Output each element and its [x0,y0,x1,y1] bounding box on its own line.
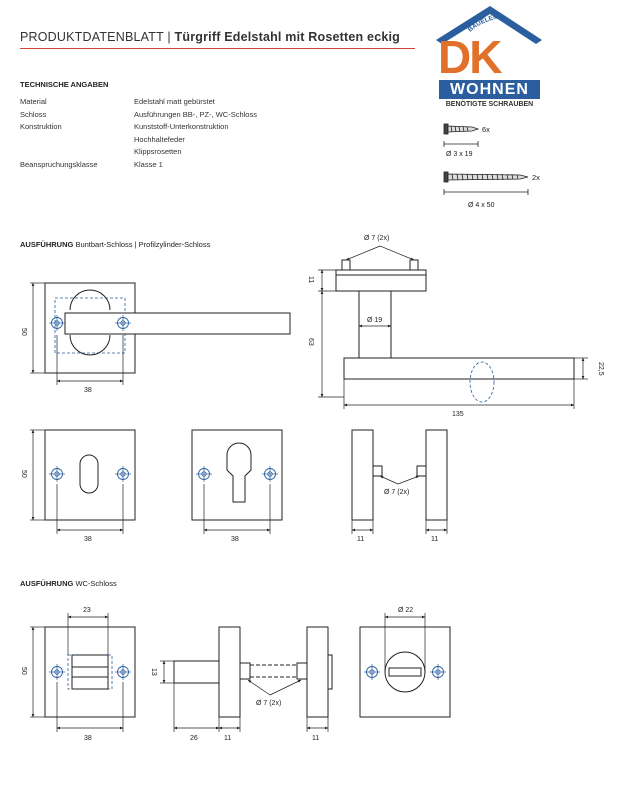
spec-label: Konstruktion [20,122,62,131]
screw-mark-icon [114,663,132,681]
long-screw-icon [443,171,529,183]
rose-neck-outline [69,289,111,356]
dim-screw-spacing: 38 [84,387,92,394]
screw-mark-icon [114,465,132,483]
logo-wordmark: WOHNEN [450,81,529,98]
dim-knob-height: 13 [150,668,157,676]
dim-handle-height: 63 [307,338,314,346]
screws-heading: BENÖTIGTE SCHRAUBEN [445,101,534,108]
dim-neck-dia: Ø 19 [367,317,382,324]
wc-rose-side-right [306,626,329,718]
header-rule [20,48,415,49]
section2-subtitle: WC-Schloss [75,579,117,588]
pin-right [409,259,419,271]
wc-rose-front [44,626,136,718]
logo-letters: DK [438,31,502,83]
dim-thickness-left: 11 [357,536,364,543]
house-roof-icon [436,6,542,44]
dim-pin-dia-2: Ø 7 (2x) [384,489,409,496]
wc-indicator-edge [327,654,333,690]
section2-heading-label: AUSFÜHRUNG [20,579,74,588]
spec-label: Schloss [20,109,47,119]
wc-rose-side-left [218,626,241,718]
dim-knob-depth: 26 [190,735,198,742]
dim-spacing-pz: 38 [231,536,239,543]
wc-slot [388,667,422,677]
screw-mark-icon [429,663,447,681]
pin-profile-right [416,465,427,477]
pin-profile-left [372,465,383,477]
title-prefix: PRODUKTDATENBLATT [20,30,164,44]
dim-wc-screw-spacing: 38 [84,735,92,742]
spec-value: Hochhaltefeder [134,134,185,144]
long-screw-qty: 2x [532,173,540,182]
rose-profile-right [425,429,448,521]
dim-pin-dia: Ø 7 (2x) [364,235,389,242]
short-screw-icon [443,123,480,135]
page-title: PRODUKTDATENBLATT | Türgriff Edelstahl m… [20,30,400,44]
screw-mark-icon [261,465,279,483]
lever-side [343,357,575,380]
dim-wc-pin-dia: Ø 7 (2x) [256,700,281,707]
short-screw-qty: 6x [482,125,490,134]
section2-heading: AUSFÜHRUNG WC-Schloss [20,579,117,588]
dim-wc-thickness-right: 11 [312,735,319,742]
pz-rose [191,429,283,521]
wc-pin-left [239,662,251,680]
spec-value: Ausführungen BB-, PZ-, WC-Schloss [134,109,257,119]
handle-lever-front [64,312,291,335]
keyhole-bb [79,454,99,494]
long-screw-size: Ø 4 x 50 [468,202,495,209]
dim-wc-rose-height: 50 [20,667,27,675]
screw-mark-icon [48,314,66,332]
dim-knob-width: 23 [83,607,91,614]
dim-spacing-bb: 38 [84,536,92,543]
wc-indicator-disc [384,651,426,693]
screw-mark-icon [48,465,66,483]
hidden-screw-hole [469,361,495,403]
dim-indicator-dia: Ø 22 [398,607,413,614]
screw-mark-icon [363,663,381,681]
dim-wc-thickness-left: 11 [224,735,231,742]
logo-wordmark-band [439,80,540,99]
dim-rose-height-2: 50 [20,470,27,478]
wc-pin-right [296,662,308,680]
rose-side [335,269,427,292]
section1-heading: AUSFÜHRUNG Buntbart-Schloss | Profilzyli… [20,240,210,249]
screw-mark-icon [48,663,66,681]
screw-mark-icon [195,465,213,483]
short-screw-size: Ø 3 x 19 [446,151,473,158]
pin-left [341,259,351,271]
specs-labels: Material Schloss Konstruktion Beanspruch… [20,97,98,172]
section1-heading-label: AUSFÜHRUNG [20,240,74,249]
company-logo: BAUELEMENTE [432,2,542,44]
wc-knob-side [173,660,220,684]
dim-rose-height: 50 [20,328,27,336]
spec-value: Klasse 1 [134,159,163,169]
rose-profile-left [351,429,374,521]
section1-subtitle: Buntbart-Schloss | Profilzylinder-Schlos… [75,240,211,249]
specs-values: Edelstahl matt gebürstet Ausführungen BB… [134,97,257,172]
dim-handle-bar: 22,5 [597,362,604,376]
spec-value: Klippsrosetten [134,147,182,156]
bb-rose [44,429,136,521]
specs-heading: TECHNISCHE ANGABEN [20,80,109,89]
spec-value: Kunststoff-Unterkonstruktion [134,122,229,131]
spec-label: Beanspruchungsklasse [20,159,98,169]
title-main: Türgriff Edelstahl mit Rosetten eckig [174,30,401,44]
wc-rose-back [359,626,451,718]
keyhole-pz [226,442,252,503]
spec-label: Material [20,97,47,106]
spec-value: Edelstahl matt gebürstet [134,97,215,106]
title-separator: | [167,30,171,44]
dim-thickness-right: 11 [431,536,438,543]
dim-handle-length: 135 [452,411,464,418]
dim-rose-thickness: 11 [307,276,314,283]
screws-drawing: 6x Ø 3 x 19 2x Ø 4 x 50 [443,123,540,209]
